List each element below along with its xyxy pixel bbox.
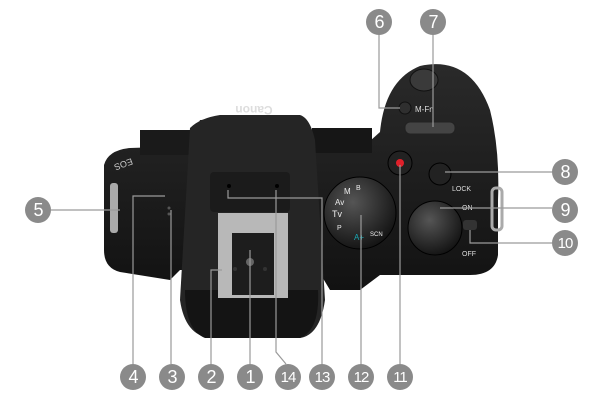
record-dot [396,159,404,167]
callout-9: 9 [552,197,578,223]
callout-6: 6 [366,9,392,35]
callout-10: 10 [552,230,578,256]
mode-p: P [337,225,342,232]
callout-7: 7 [420,9,446,35]
strap-lug-right [490,186,504,232]
leader-lines [51,35,552,365]
mount-rear [312,128,372,153]
mfn-label: M-Fn [415,105,434,114]
strap-lug-left [110,183,118,233]
mode-m: M [344,187,351,196]
mfn-button[interactable] [398,101,412,115]
mode-b: B [356,185,361,192]
mode-av: Av [335,198,344,207]
callout-13: 13 [309,364,335,390]
off-label: OFF [462,251,476,258]
eyecup [185,290,319,338]
callout-14: 14 [275,364,301,390]
mode-auto: A+ [354,233,364,242]
power-switch[interactable] [463,220,477,230]
lock-label: LOCK [452,186,471,193]
callout-11: 11 [387,364,413,390]
callout-8: 8 [552,159,578,185]
callout-3: 3 [159,364,185,390]
mode-tv: Tv [332,209,342,219]
callout-2: 2 [198,364,224,390]
lens-mount-top [140,130,190,155]
speedlite-contacts-plate [210,172,290,212]
mode-dial[interactable] [323,176,397,250]
lock-button[interactable] [428,162,452,186]
callout-4: 4 [120,364,146,390]
brand-logo: Canon [235,103,272,117]
mode-scn: SCN [370,232,383,238]
callout-5: 5 [25,197,51,223]
quick-control-dial[interactable] [407,200,463,256]
callout-12: 12 [348,364,374,390]
main-dial[interactable] [404,121,456,135]
callout-1: 1 [237,364,263,390]
shutter-button[interactable] [409,68,439,92]
